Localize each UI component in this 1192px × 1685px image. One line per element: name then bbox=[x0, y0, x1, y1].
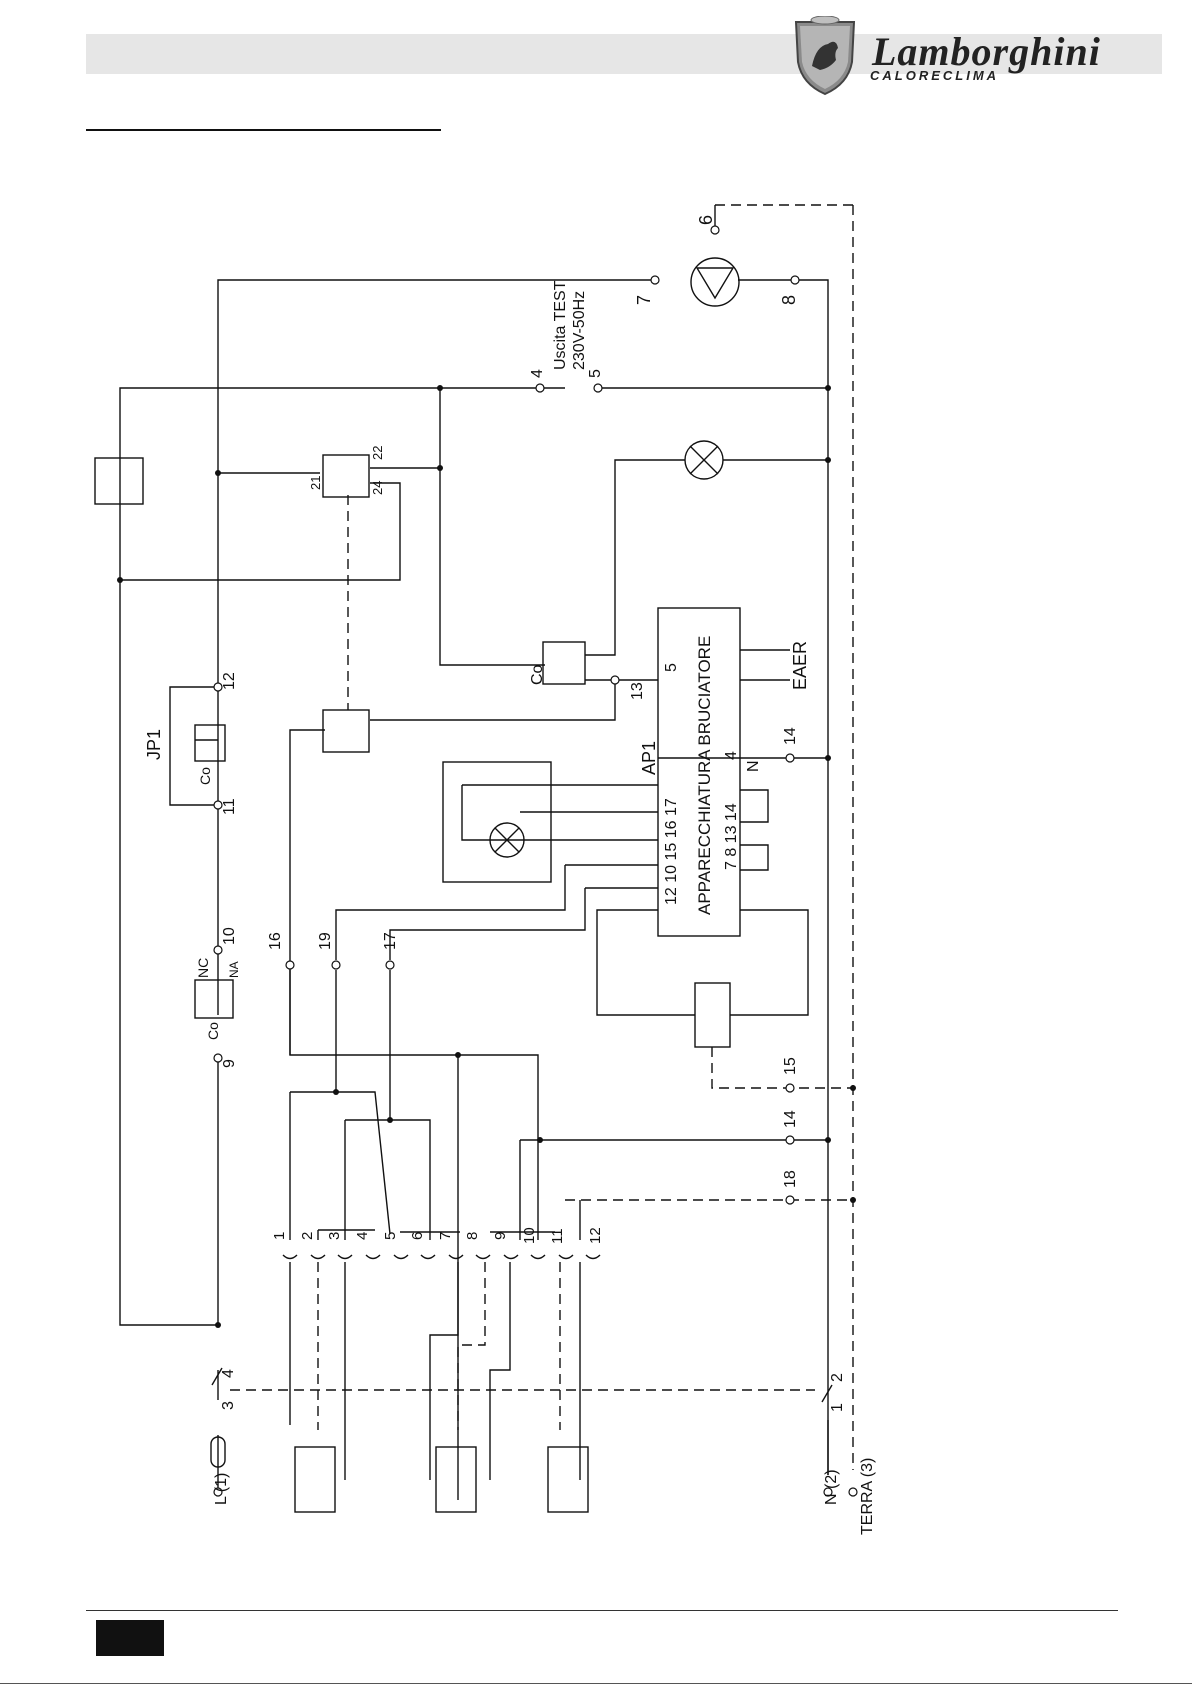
label-t10: 10 bbox=[221, 927, 238, 945]
label-s2: 2 bbox=[829, 1373, 846, 1382]
label-test-voltage: 230V-50Hz bbox=[571, 291, 588, 370]
label-t14: 14 bbox=[782, 727, 799, 745]
label-t9: 9 bbox=[221, 1059, 238, 1068]
label-s3: 3 bbox=[220, 1401, 237, 1410]
conn-num: 5 bbox=[382, 1232, 399, 1240]
label-co-1: Co bbox=[529, 664, 546, 685]
label-line-l: L (1) bbox=[213, 1473, 230, 1505]
terminals bbox=[214, 226, 857, 1496]
conn-num: 1 bbox=[271, 1232, 288, 1240]
conn-num: 7 bbox=[437, 1232, 454, 1240]
page-number-box bbox=[96, 1620, 164, 1656]
footer-rule bbox=[86, 1610, 1118, 1611]
label-t5: 5 bbox=[587, 369, 604, 378]
label-board-term-5: 5 bbox=[663, 663, 680, 672]
label-t22: 22 bbox=[370, 446, 385, 460]
label-t16: 16 bbox=[267, 932, 284, 950]
label-t13: 13 bbox=[629, 682, 646, 700]
label-t21: 21 bbox=[308, 476, 323, 490]
conn-num: 2 bbox=[299, 1232, 316, 1240]
label-test-output: Uscita TEST bbox=[552, 280, 569, 370]
label-board-terms-bottom: 7 8 13 14 bbox=[723, 803, 740, 870]
conn-num: 12 bbox=[587, 1227, 604, 1244]
conn-num: 8 bbox=[464, 1232, 481, 1240]
junction-dots bbox=[117, 385, 856, 1328]
label-t8: 8 bbox=[779, 295, 799, 305]
label-t19: 19 bbox=[317, 932, 334, 950]
label-board-title: APPARECCHIATURA BRUCIATORE bbox=[695, 636, 714, 915]
label-eaer: EAER bbox=[790, 641, 810, 690]
label-t12: 12 bbox=[221, 672, 238, 690]
label-board-terms-top: 12 10 15 16 17 bbox=[663, 798, 680, 905]
label-line-n: N (2) bbox=[823, 1469, 840, 1505]
label-co-2: Co bbox=[197, 767, 213, 785]
label-t18: 18 bbox=[782, 1170, 799, 1188]
label-t15: 15 bbox=[782, 1057, 799, 1075]
label-t4: 4 bbox=[529, 369, 546, 378]
label-earth: TERRA (3) bbox=[859, 1458, 876, 1535]
label-na: NA bbox=[227, 961, 241, 978]
conn-num: 11 bbox=[549, 1228, 566, 1244]
label-s1: 1 bbox=[829, 1403, 846, 1412]
label-t7: 7 bbox=[634, 295, 654, 305]
conn-num: 10 bbox=[521, 1227, 538, 1244]
l-feed-line bbox=[218, 280, 655, 950]
label-t24: 24 bbox=[370, 481, 385, 495]
conn-num: 4 bbox=[354, 1232, 371, 1240]
label-co-3: Co bbox=[205, 1022, 221, 1040]
label-board-term-4: 4 bbox=[723, 751, 740, 760]
conn-num: 3 bbox=[326, 1232, 343, 1240]
label-nc: NC bbox=[195, 958, 211, 978]
connector-strip bbox=[283, 1255, 600, 1259]
label-t17: 17 bbox=[382, 932, 399, 950]
label-s4: 4 bbox=[220, 1369, 237, 1378]
label-board-term-n: N bbox=[745, 760, 762, 772]
label-t11: 11 bbox=[221, 798, 238, 815]
bottom-rule bbox=[0, 1683, 1192, 1684]
conn-num: 6 bbox=[409, 1232, 426, 1240]
label-t6: 6 bbox=[696, 215, 716, 225]
conn-num: 9 bbox=[492, 1232, 509, 1240]
label-jp1: JP1 bbox=[144, 729, 164, 760]
label-t14b: 14 bbox=[782, 1110, 799, 1128]
label-ap1: AP1 bbox=[639, 741, 659, 775]
